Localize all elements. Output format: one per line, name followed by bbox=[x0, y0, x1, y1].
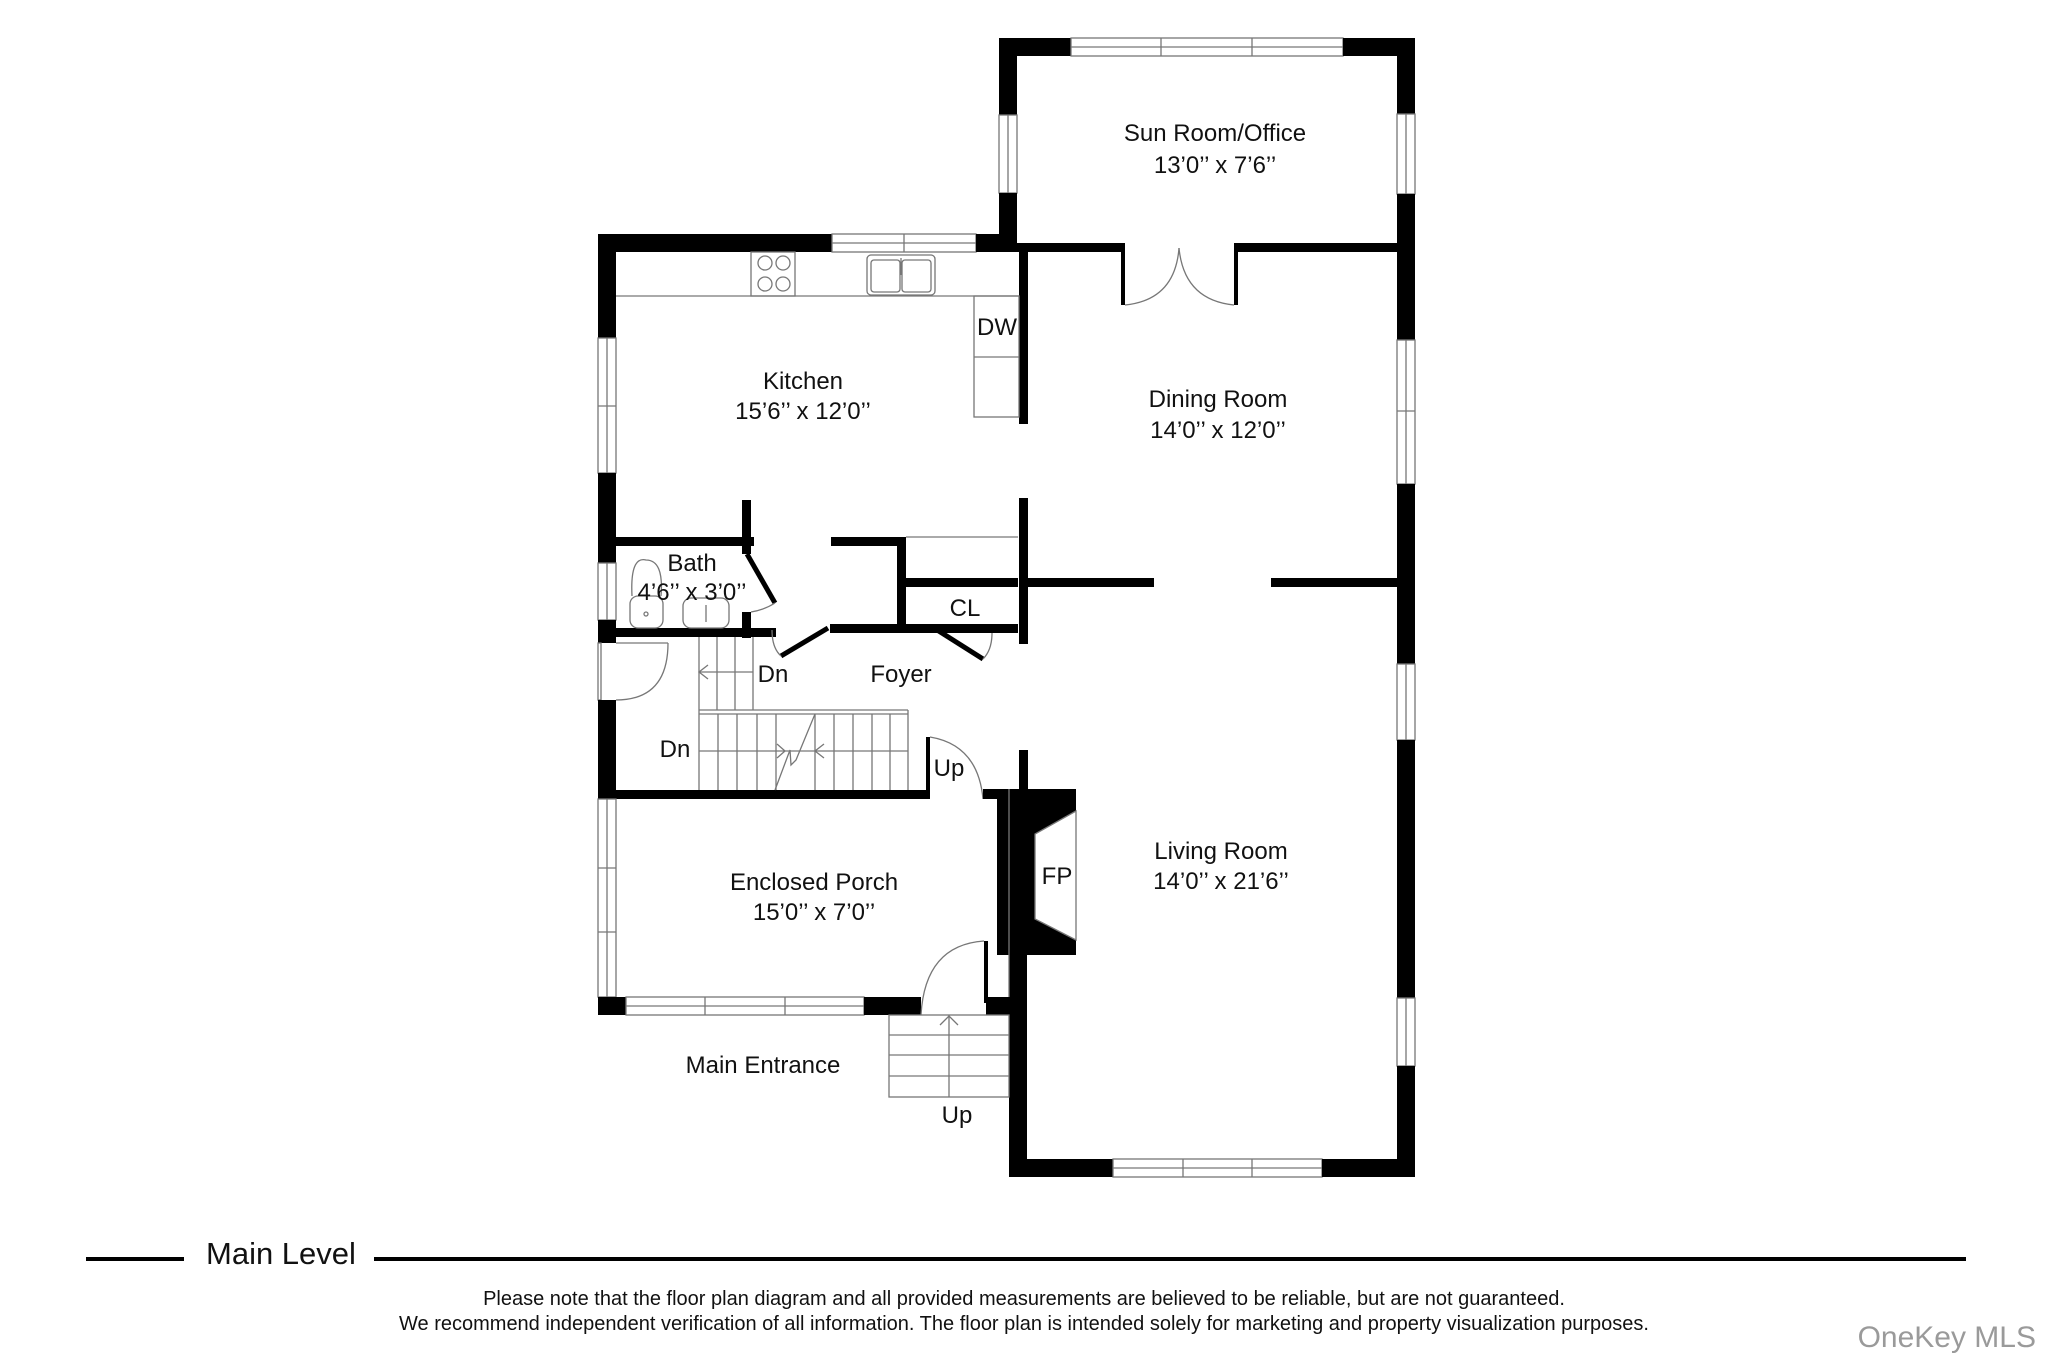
room-labels: Sun Room/Office 13’0’’ x 7’6’’ Kitchen 1… bbox=[638, 120, 1307, 1129]
kitchen-walls bbox=[597, 233, 1028, 563]
foyer-label: Foyer bbox=[870, 661, 931, 688]
stairs-up-label-1: Up bbox=[934, 755, 965, 782]
stairs-down-label-2: Dn bbox=[660, 736, 691, 763]
room-name-dining: Dining Room bbox=[1149, 386, 1288, 413]
stairs-up-label-2: Up bbox=[942, 1102, 973, 1129]
room-dims-sunroom: 13’0’’ x 7’6’’ bbox=[1154, 152, 1276, 179]
room-dims-dining: 14’0’’ x 12’0’’ bbox=[1150, 417, 1286, 444]
room-dims-living: 14’0’’ x 21’6’’ bbox=[1153, 868, 1289, 895]
room-dims-porch: 15’0’’ x 7’0’’ bbox=[753, 899, 875, 926]
room-name-porch: Enclosed Porch bbox=[730, 869, 898, 896]
stairs-down-label-1: Dn bbox=[758, 661, 789, 688]
level-rule-right bbox=[374, 1257, 1966, 1261]
watermark: OneKey MLS bbox=[1857, 1321, 2036, 1354]
disclaimer-line-2: We recommend independent verification of… bbox=[399, 1313, 1649, 1335]
living-walls bbox=[997, 339, 1416, 1178]
level-title: Main Level bbox=[206, 1236, 356, 1271]
level-rule-left bbox=[86, 1257, 184, 1261]
stair-walls bbox=[597, 637, 1009, 802]
sun-room-walls bbox=[998, 37, 1416, 664]
room-name-kitchen: Kitchen bbox=[763, 368, 843, 395]
closet-label: CL bbox=[950, 595, 981, 622]
porch-walls bbox=[597, 789, 1010, 1098]
bath-foyer-walls bbox=[597, 498, 1397, 662]
room-dims-bath: 4’6’’ x 3’0’’ bbox=[638, 579, 747, 606]
main-entrance-label: Main Entrance bbox=[686, 1052, 841, 1079]
room-name-living: Living Room bbox=[1154, 838, 1287, 865]
dishwasher-label: DW bbox=[977, 314, 1017, 341]
disclaimer-line-1: Please note that the floor plan diagram … bbox=[483, 1288, 1565, 1310]
room-dims-kitchen: 15’6’’ x 12’0’’ bbox=[735, 398, 871, 425]
room-name-sunroom: Sun Room/Office bbox=[1124, 120, 1306, 147]
room-name-bath: Bath bbox=[667, 550, 716, 577]
fireplace-label: FP bbox=[1042, 863, 1073, 890]
